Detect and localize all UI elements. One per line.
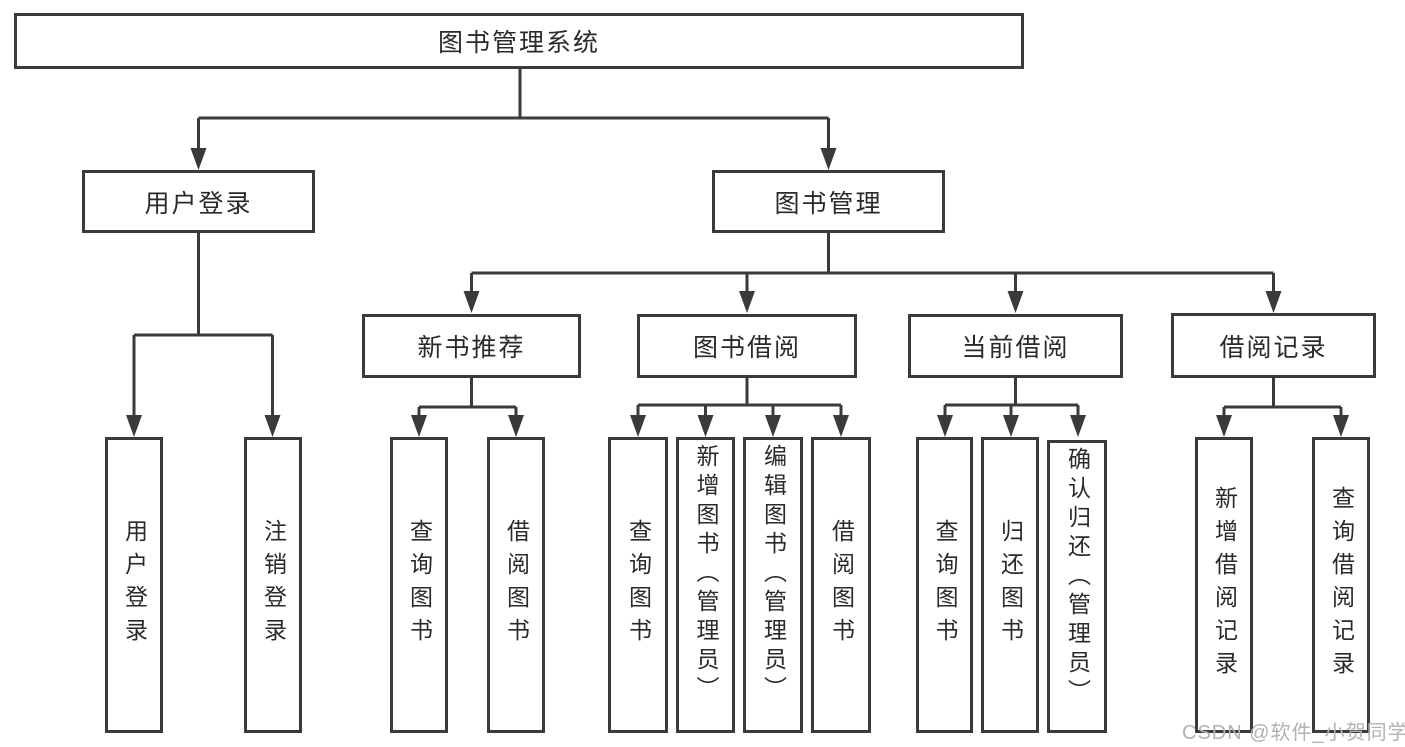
leaf-label: 查询图书 <box>932 519 958 651</box>
node-root: 图书管理系统 <box>14 13 1024 69</box>
leaf-label: 归还图书 <box>997 519 1024 651</box>
leaf-user-login: 用户登录 <box>105 437 163 733</box>
node-borrow-records: 借阅记录 <box>1171 313 1376 378</box>
node-current-borrow: 当前借阅 <box>908 314 1123 378</box>
leaf-add-borrow-record: 新增借阅记录 <box>1195 437 1253 733</box>
leaf-label: 查询图书 <box>625 519 652 651</box>
leaf-recommend-borrow-books: 借阅图书 <box>487 437 545 733</box>
leaf-borrow-query-books: 查询图书 <box>608 437 668 733</box>
node-new-book-recommend: 新书推荐 <box>362 314 581 378</box>
node-book-management: 图书管理 <box>712 170 945 233</box>
leaf-label: 借阅图书 <box>503 519 530 651</box>
watermark-text: CSDN @软件_小贺同学 <box>1182 722 1405 744</box>
leaf-label: 编辑图书（管理员） <box>760 444 787 705</box>
leaf-label: 确认归还（管理员） <box>1064 447 1091 708</box>
leaf-borrow-books: 借阅图书 <box>811 437 871 733</box>
leaf-label: 新增图书（管理员） <box>693 444 719 705</box>
leaf-edit-books-admin: 编辑图书（管理员） <box>743 437 803 733</box>
leaf-confirm-return-admin: 确认归还（管理员） <box>1047 440 1107 733</box>
node-book-borrow: 图书借阅 <box>637 314 857 378</box>
leaf-label: 查询借阅记录 <box>1328 486 1355 684</box>
node-user-login-branch: 用户登录 <box>82 170 315 233</box>
leaf-label: 新增借阅记录 <box>1211 486 1238 684</box>
leaf-add-books-admin: 新增图书（管理员） <box>676 437 735 733</box>
leaf-label: 用户登录 <box>121 519 148 651</box>
leaf-query-borrow-record: 查询借阅记录 <box>1312 437 1370 733</box>
leaf-label: 借阅图书 <box>828 519 855 651</box>
leaf-return-books: 归还图书 <box>981 437 1039 733</box>
leaf-logout: 注销登录 <box>244 437 302 733</box>
leaf-label: 查询图书 <box>406 519 433 651</box>
leaf-current-query-books: 查询图书 <box>916 437 973 733</box>
leaf-recommend-query-books: 查询图书 <box>390 437 448 733</box>
leaf-label: 注销登录 <box>260 519 287 651</box>
